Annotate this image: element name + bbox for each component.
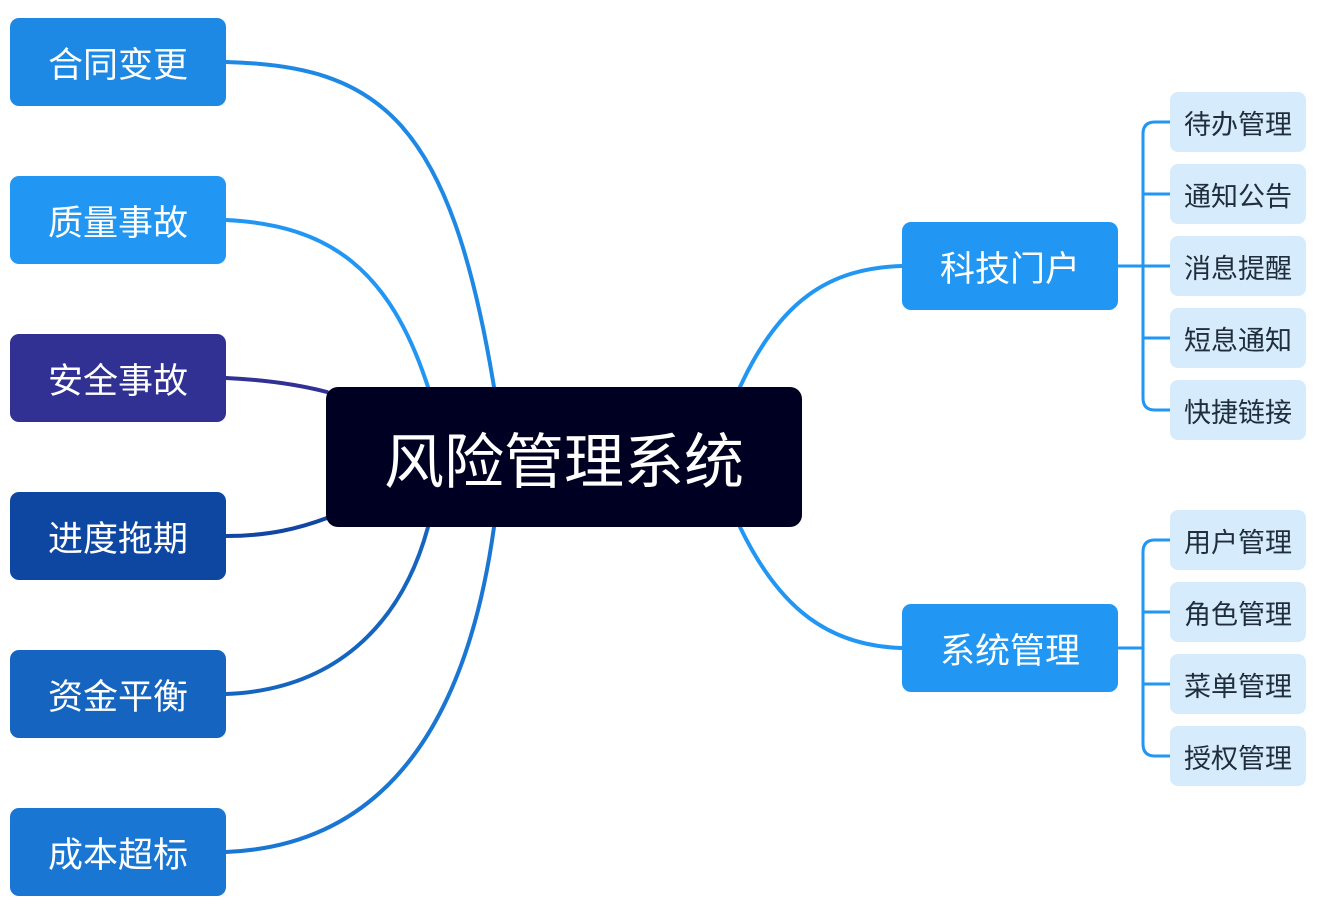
connector-root-jindutuoqi xyxy=(224,516,329,538)
node-xitongguanli[interactable]: 系统管理 xyxy=(902,604,1118,692)
connector-root-chengbenchaobiao xyxy=(224,525,496,854)
root-node[interactable]: 风险管理系统 xyxy=(326,387,802,527)
node-anquanshigu[interactable]: 安全事故 xyxy=(10,334,226,422)
leaf-caidanguanli[interactable]: 菜单管理 xyxy=(1170,654,1306,714)
node-zijinpingheng[interactable]: 资金平衡 xyxy=(10,650,226,738)
node-hetongbiangeng[interactable]: 合同变更 xyxy=(10,18,226,106)
node-jindutuoqi[interactable]: 进度拖期 xyxy=(10,492,226,580)
leaf-duanxitongzhi[interactable]: 短息通知 xyxy=(1170,308,1306,368)
bracket-xitongguanli-children xyxy=(1116,538,1172,758)
connector-root-zhiliangshigu xyxy=(224,218,430,389)
leaf-daibanguanli[interactable]: 待办管理 xyxy=(1170,92,1306,152)
leaf-jueseguanli[interactable]: 角色管理 xyxy=(1170,582,1306,642)
bracket-kejimenhu-children xyxy=(1116,120,1172,412)
connector-root-kejimenhu xyxy=(738,264,904,389)
node-zhiliangshigu[interactable]: 质量事故 xyxy=(10,176,226,264)
connector-root-anquanshigu xyxy=(224,376,329,394)
leaf-xiaoxitixing[interactable]: 消息提醒 xyxy=(1170,236,1306,296)
connector-root-xitongguanli xyxy=(738,525,904,650)
leaf-tongzhigonggao[interactable]: 通知公告 xyxy=(1170,164,1306,224)
node-kejimenhu[interactable]: 科技门户 xyxy=(902,222,1118,310)
node-chengbenchaobiao[interactable]: 成本超标 xyxy=(10,808,226,896)
connector-root-hetongbiangeng xyxy=(224,60,496,389)
leaf-shouquanguanli[interactable]: 授权管理 xyxy=(1170,726,1306,786)
leaf-kuaijielianjie[interactable]: 快捷链接 xyxy=(1170,380,1306,440)
connector-root-zijinpingheng xyxy=(224,525,430,696)
leaf-yonghuguanli[interactable]: 用户管理 xyxy=(1170,510,1306,570)
